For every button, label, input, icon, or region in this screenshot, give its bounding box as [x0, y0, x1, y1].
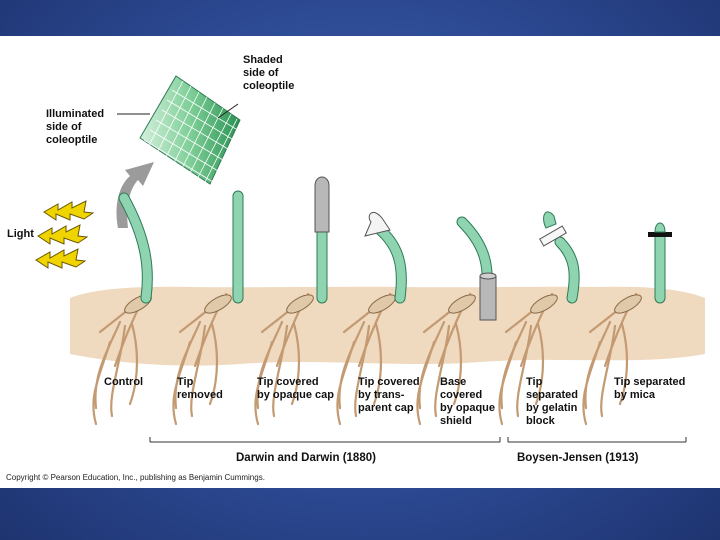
specimen-label-mica: Tip separated by mica — [614, 376, 686, 401]
illuminated-side-label: Illuminated side of coleoptile — [46, 108, 105, 146]
specimen-label-tip-removed: Tip removed — [177, 376, 223, 401]
diagram-slide: Shaded side of coleoptile Illuminated si… — [0, 36, 720, 488]
specimen-label-transparent-cap: Tip covered by trans- parent cap — [358, 376, 420, 414]
group-label-darwin: Darwin and Darwin (1880) — [232, 452, 380, 464]
mica-plate — [648, 232, 672, 237]
specimen-label-opaque-shield: Base covered by opaque shield — [440, 376, 496, 427]
light-rays — [35, 200, 95, 269]
copyright-notice: Copyright © Pearson Education, Inc., pub… — [6, 473, 265, 482]
opaque-shield — [479, 275, 497, 321]
roots — [92, 292, 639, 426]
shaded-side-label: Shaded side of coleoptile — [243, 54, 295, 92]
control-stem — [118, 192, 153, 304]
cell-wall-inset — [117, 75, 241, 185]
group-label-boysen-jensen: Boysen-Jensen (1913) — [513, 452, 643, 464]
gelatin-block — [539, 225, 567, 247]
mica-tip — [654, 222, 666, 233]
coleoptile-diagram — [35, 75, 705, 443]
specimen-label-gelatin-block: Tip separated by gelatin block — [526, 376, 578, 427]
specimen-label-opaque-cap: Tip covered by opaque cap — [257, 376, 335, 401]
light-label: Light — [7, 228, 34, 240]
specimen-label-control: Control — [104, 376, 144, 388]
transparent-cap-stem — [372, 222, 407, 304]
transparent-cap — [364, 211, 391, 237]
opaque-cap — [314, 176, 330, 233]
gelatin-block-stem — [554, 236, 580, 304]
gelatin-tip — [543, 211, 557, 229]
